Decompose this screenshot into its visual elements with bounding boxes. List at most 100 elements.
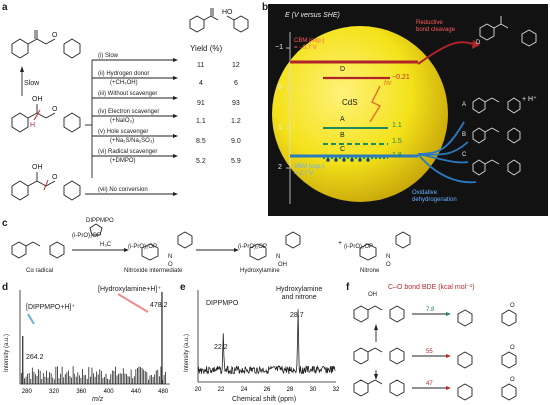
f-oh-label: OH <box>368 292 377 298</box>
e-value-2: 28.7 <box>290 312 304 319</box>
level-b-value: 1.5 <box>392 138 402 145</box>
d-tick-label: 360 <box>76 389 87 395</box>
panel-c-scheme <box>11 223 411 261</box>
e-ylabel: Intensity (a.u.) <box>184 333 190 372</box>
cond-2-sub: (+CH₃OH) <box>110 80 138 86</box>
d-ylabel: Intensity (a.u.) <box>4 333 10 372</box>
tick-2: 2 <box>278 164 282 171</box>
n-label-3: N <box>386 254 391 260</box>
e-value-1: 22.2 <box>214 344 228 351</box>
nitroxide-label: Nitroxide intermediate <box>124 268 183 274</box>
level-b: B <box>340 132 345 139</box>
reagent-label-4: (i-PrO)₂OP <box>344 244 373 250</box>
f-o-radical-3: O <box>510 377 515 383</box>
f-value-3: 47 <box>426 381 433 387</box>
tick-neg1: −1 <box>275 44 283 51</box>
phenol-ho-label: HO <box>222 9 233 16</box>
vbm-label: VBM (exp.) = 1.7 V <box>294 164 325 177</box>
reagent-label-3: (i-PrO)₂OP <box>238 244 267 250</box>
yield-6a: 5.2 <box>196 158 206 165</box>
reductive-label: Reductive bond cleavage <box>416 20 456 33</box>
yield-1b: 12 <box>232 62 240 69</box>
cds-label: CdS <box>342 98 358 107</box>
n-label-2: N <box>276 254 281 260</box>
yield-header: Yield (%) <box>190 44 223 53</box>
yield-3b: 93 <box>232 100 240 107</box>
yield-4a: 1.1 <box>196 118 206 125</box>
f-o-radical-2: O <box>510 345 515 351</box>
d-value-2: 478.2 <box>150 302 168 309</box>
o-label-c2: O <box>386 262 391 268</box>
plus-h-label: + H⁺ <box>522 96 537 103</box>
panel-label-e: e <box>180 282 186 293</box>
f-value-2: 55 <box>426 349 433 355</box>
level-c-value: 1.8 <box>392 152 402 159</box>
path-d: D <box>476 40 481 46</box>
d-value-1: 264.2 <box>26 354 44 361</box>
reagent-label: (i-PrO)₂OP <box>72 233 101 239</box>
h3c-label: H₃C <box>100 242 112 248</box>
d-arrow-2 <box>117 293 149 313</box>
o-label-c1: O <box>168 262 173 268</box>
cds-sphere <box>272 26 448 202</box>
cond-7: (vii) No conversion <box>98 187 148 193</box>
hydroxylamine-label: Hydroxylamine <box>240 268 280 274</box>
yield-4b: 1.2 <box>231 118 241 125</box>
f-value-1: 7.8 <box>426 307 435 313</box>
panel-a-structures <box>11 8 249 201</box>
plus-label: + <box>338 240 343 247</box>
d-peak-label-1: [DIPPMPO+H]⁺ <box>26 304 76 311</box>
f-o-radical-1: O <box>510 303 515 309</box>
tick-0: 0 <box>278 84 282 91</box>
panel-f-scheme <box>353 305 517 401</box>
cbm-label: CBM (exp.) = −0.7 V <box>294 38 325 51</box>
oh-label-1: OH <box>32 96 43 103</box>
cond-5: (v) Hole scavenger <box>98 129 149 135</box>
dippmpo-label-c: DIPPMPO <box>86 218 114 224</box>
cond-2: (ii) Hydrogen donor <box>98 71 150 77</box>
level-a-value: 1.1 <box>392 122 402 129</box>
yield-6b: 5.9 <box>231 158 241 165</box>
e-xlabel: Chemical shift (ppm) <box>232 396 297 403</box>
e-peak-label-1: DIPPMPO <box>206 300 239 307</box>
d-tick-label: 480 <box>158 389 169 395</box>
level-d: D <box>340 66 346 73</box>
tick-1: 1 <box>278 124 282 131</box>
oxidative-label: Oxidative dehydrogenation <box>412 190 457 203</box>
panel-label-a: a <box>2 2 8 13</box>
path-b: B <box>462 132 467 138</box>
oh-label-c: OH <box>278 262 287 268</box>
nitrone-label: Nitrone <box>360 268 380 274</box>
d-tick-label: 440 <box>131 389 142 395</box>
ether-o-label-2: O <box>52 106 58 113</box>
reagent-label-2: (i-PrO)₂OP <box>128 244 157 250</box>
cond-1: (i) Slow <box>98 53 119 59</box>
f-title: C–O bond BDE (kcal mol⁻¹) <box>388 284 475 291</box>
panel-label-c: c <box>2 218 8 229</box>
yield-3a: 91 <box>197 100 205 107</box>
yield-5a: 8.5 <box>196 138 206 145</box>
panel-b-diagram <box>268 4 548 216</box>
path-c: C <box>462 152 467 158</box>
level-d-value: −0.21 <box>392 74 410 81</box>
d-peak-label-2: [Hydroxylamine+H]⁺ <box>98 286 162 293</box>
d-tick-label: 320 <box>49 389 60 395</box>
d-xlabel: m/z <box>92 396 104 403</box>
level-c: C <box>340 146 346 153</box>
e-tick-label: 20 <box>195 387 202 393</box>
d-arrow-1 <box>27 313 35 325</box>
path-a: A <box>462 102 467 108</box>
d-tick-label: 280 <box>22 389 33 395</box>
e-tick-label: 30 <box>310 387 317 393</box>
slow-label: Slow <box>24 80 40 87</box>
h-label: H <box>30 122 36 129</box>
n-label-1: N <box>168 254 173 260</box>
e-peak-label-2: Hydroxylamine and nitrone <box>276 286 323 301</box>
panel-label-d: d <box>2 282 9 293</box>
ether-o-label-3: O <box>52 174 58 181</box>
cond-6-sub: (+DMPO) <box>110 158 136 164</box>
cond-5-sub: (+Na₂S/Na₂SO₃) <box>110 138 155 144</box>
